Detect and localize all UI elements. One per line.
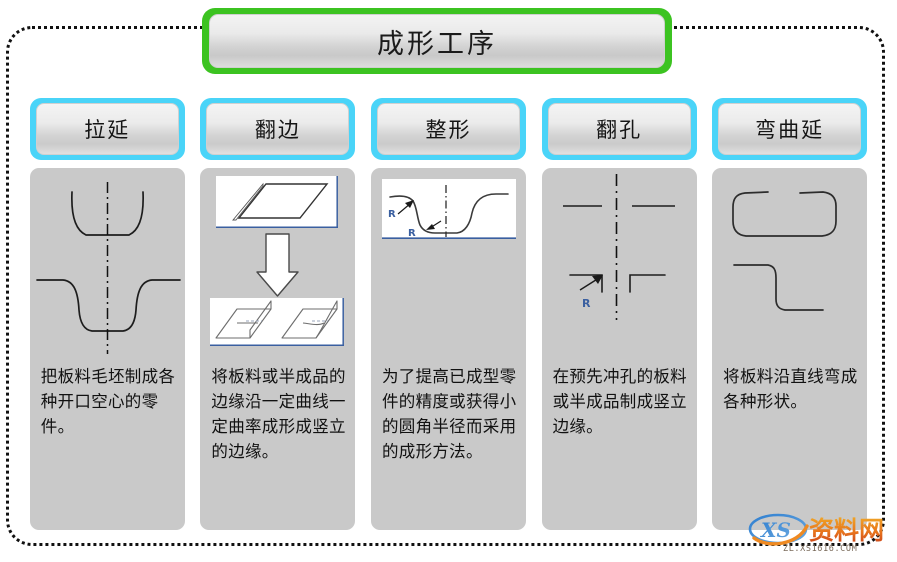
column-body-flanging: 将板料或半成品的边缘沿一定曲线一定曲率成形成竖立的边缘。: [200, 168, 356, 530]
watermark: XS 资料网 ZL.XS1616.COM: [745, 508, 895, 558]
figure-drawn-cup-cross-section: [30, 168, 185, 358]
watermark-brand: 资料网: [809, 516, 884, 545]
process-columns: 拉延 把板料毛坯制成各种开口空心的零件。 翻边: [22, 98, 875, 530]
radius-label: R: [582, 297, 591, 310]
column-header-inner: 翻孔: [547, 103, 691, 155]
column-header-inner: 整形: [376, 103, 520, 155]
column-header-restriking[interactable]: 整形: [370, 98, 526, 160]
process-column-bending: 弯曲延 将板料沿直线弯成各种形状。: [704, 98, 875, 530]
radius-label-upper: R: [388, 209, 396, 220]
process-column-restriking: 整形 R R: [363, 98, 534, 530]
process-column-drawing: 拉延 把板料毛坯制成各种开口空心的零件。: [22, 98, 193, 530]
watermark-initials: XS: [759, 518, 791, 542]
column-description-flanging: 将板料或半成品的边缘沿一定曲线一定曲率成形成竖立的边缘。: [211, 367, 346, 461]
column-body-drawing: 把板料毛坯制成各种开口空心的零件。: [29, 168, 185, 530]
figure-flat-blank-to-flanged-part: [200, 168, 355, 358]
column-header-hole-flanging[interactable]: 翻孔: [541, 98, 697, 160]
column-header-label: 翻孔: [596, 118, 643, 142]
title-banner: 成形工序: [202, 8, 672, 74]
column-description-bending: 将板料沿直线弯成各种形状。: [723, 367, 858, 411]
page-title: 成形工序: [377, 28, 497, 60]
title-banner-inner: 成形工序: [209, 14, 665, 68]
figure-bent-profiles: [712, 168, 867, 358]
process-column-flanging: 翻边: [193, 98, 364, 530]
process-column-hole-flanging: 翻孔 R 在预先冲孔的: [534, 98, 705, 530]
column-header-inner: 弯曲延: [718, 103, 862, 155]
column-header-label: 翻边: [254, 118, 301, 142]
column-header-flanging[interactable]: 翻边: [200, 98, 356, 160]
figure-hole-flanging-profile: R: [542, 168, 697, 358]
column-body-restriking: R R 为了提高已成型零件的精度或获得小的圆角半径而采用的成形方法。: [370, 168, 526, 530]
figure-restrike-radius-profile: R R: [371, 168, 526, 358]
column-body-hole-flanging: R 在预先冲孔的板料或半成品制成竖立边缘。: [541, 168, 697, 530]
column-header-inner: 拉延: [35, 103, 179, 155]
column-header-inner: 翻边: [206, 103, 350, 155]
column-description-drawing: 把板料毛坯制成各种开口空心的零件。: [40, 367, 176, 436]
column-description-hole-flanging: 在预先冲孔的板料或半成品制成竖立边缘。: [552, 367, 687, 436]
watermark-url: ZL.XS1616.COM: [783, 544, 858, 554]
column-header-label: 拉延: [84, 118, 131, 142]
column-header-label: 整形: [425, 118, 472, 142]
radius-label-lower: R: [408, 228, 416, 239]
column-body-bending: 将板料沿直线弯成各种形状。: [712, 168, 868, 530]
column-header-drawing[interactable]: 拉延: [29, 98, 185, 160]
column-header-label: 弯曲延: [755, 118, 825, 142]
column-header-bending[interactable]: 弯曲延: [712, 98, 868, 160]
column-description-restriking: 为了提高已成型零件的精度或获得小的圆角半径而采用的成形方法。: [381, 367, 517, 461]
